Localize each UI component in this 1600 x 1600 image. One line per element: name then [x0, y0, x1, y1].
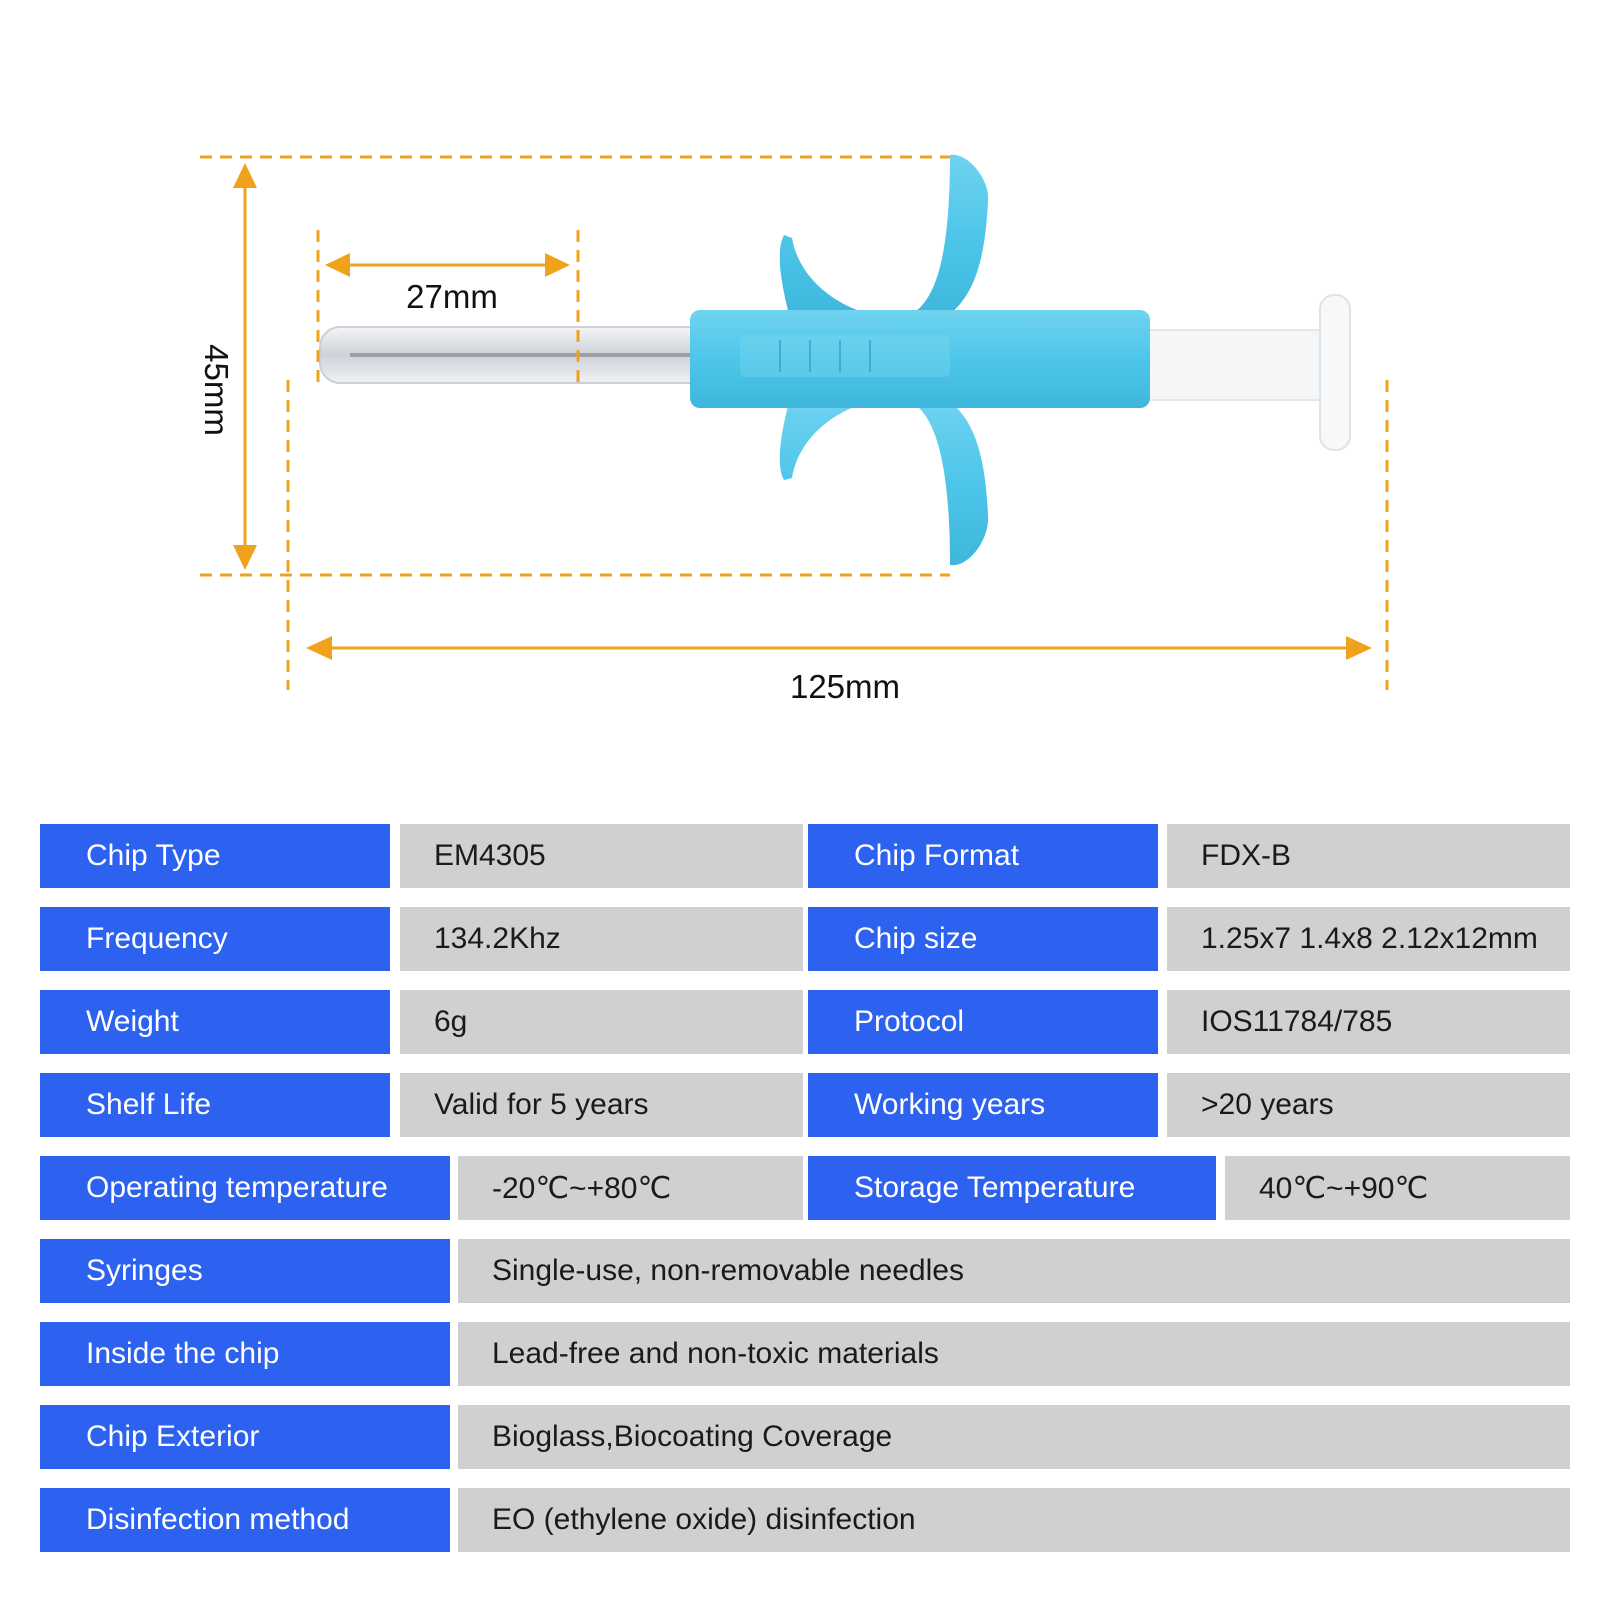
- label-weight: Weight: [40, 990, 390, 1054]
- label-chip-exterior: Chip Exterior: [40, 1405, 450, 1469]
- value-shelf-life: Valid for 5 years: [400, 1073, 803, 1137]
- label-chip-size: Chip size: [808, 907, 1158, 971]
- total-length-label: 125mm: [790, 668, 900, 705]
- upper-finger-grip: [779, 154, 989, 318]
- label-operating-temperature: Operating temperature: [40, 1156, 450, 1220]
- value-weight: 6g: [400, 990, 803, 1054]
- value-chip-type: EM4305: [400, 824, 803, 888]
- syringe-illustration: [319, 154, 1351, 566]
- label-protocol: Protocol: [808, 990, 1158, 1054]
- value-inside-chip: Lead-free and non-toxic materials: [458, 1322, 1570, 1386]
- value-chip-format: FDX-B: [1167, 824, 1570, 888]
- plunger-flange: [1319, 294, 1351, 451]
- lower-finger-grip: [779, 398, 989, 566]
- value-protocol: IOS11784/785: [1167, 990, 1570, 1054]
- label-working-years: Working years: [808, 1073, 1158, 1137]
- syringe-barrel: [690, 310, 1150, 408]
- needle-length-label: 27mm: [406, 278, 498, 315]
- value-frequency: 134.2Khz: [400, 907, 803, 971]
- height-dimension-label: 45mm: [198, 344, 235, 436]
- value-operating-temperature: -20℃~+80℃: [458, 1156, 803, 1220]
- value-working-years: >20 years: [1167, 1073, 1570, 1137]
- dimension-arrowheads: [233, 163, 1372, 660]
- value-disinfection-method: EO (ethylene oxide) disinfection: [458, 1488, 1570, 1552]
- syringe-dimension-diagram: 45mm 27mm 125mm: [198, 154, 1389, 705]
- label-chip-format: Chip Format: [808, 824, 1158, 888]
- value-syringes: Single-use, non-removable needles: [458, 1239, 1570, 1303]
- label-syringes: Syringes: [40, 1239, 450, 1303]
- value-chip-exterior: Bioglass,Biocoating Coverage: [458, 1405, 1570, 1469]
- value-storage-temperature: 40℃~+90℃: [1225, 1156, 1570, 1220]
- label-disinfection-method: Disinfection method: [40, 1488, 450, 1552]
- plunger-rod: [1139, 329, 1341, 401]
- label-storage-temperature: Storage Temperature: [808, 1156, 1216, 1220]
- dimension-lines: [200, 155, 1389, 690]
- label-shelf-life: Shelf Life: [40, 1073, 390, 1137]
- label-inside-chip: Inside the chip: [40, 1322, 450, 1386]
- label-chip-type: Chip Type: [40, 824, 390, 888]
- label-frequency: Frequency: [40, 907, 390, 971]
- value-chip-size: 1.25x7 1.4x8 2.12x12mm: [1167, 907, 1570, 971]
